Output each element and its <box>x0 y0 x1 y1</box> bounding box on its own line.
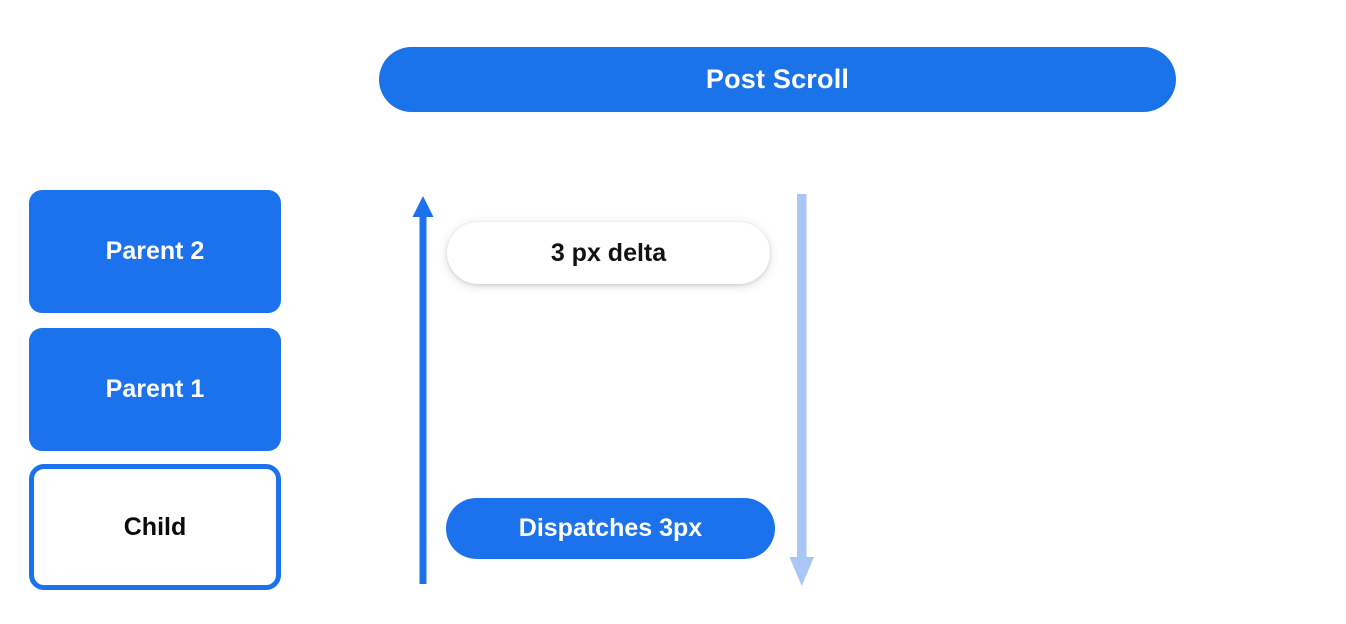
scroll-down-arrow-icon <box>789 194 814 586</box>
scroll-up-arrow-icon <box>412 196 434 584</box>
delta-callout-label: 3 px delta <box>550 238 667 267</box>
node-child: Child <box>29 464 281 590</box>
post-scroll-banner-label: Post Scroll <box>705 64 850 94</box>
node-child-label: Child <box>123 512 187 541</box>
dispatch-callout-pill: Dispatches 3px <box>446 498 775 559</box>
node-parent-1: Parent 1 <box>29 328 281 451</box>
delta-callout-pill: 3 px delta <box>447 222 770 284</box>
node-parent-2-label: Parent 2 <box>105 237 205 265</box>
dispatch-callout-label: Dispatches 3px <box>518 514 703 542</box>
post-scroll-banner: Post Scroll <box>379 47 1176 112</box>
node-parent-1-label: Parent 1 <box>105 375 205 403</box>
node-parent-2: Parent 2 <box>29 190 281 313</box>
